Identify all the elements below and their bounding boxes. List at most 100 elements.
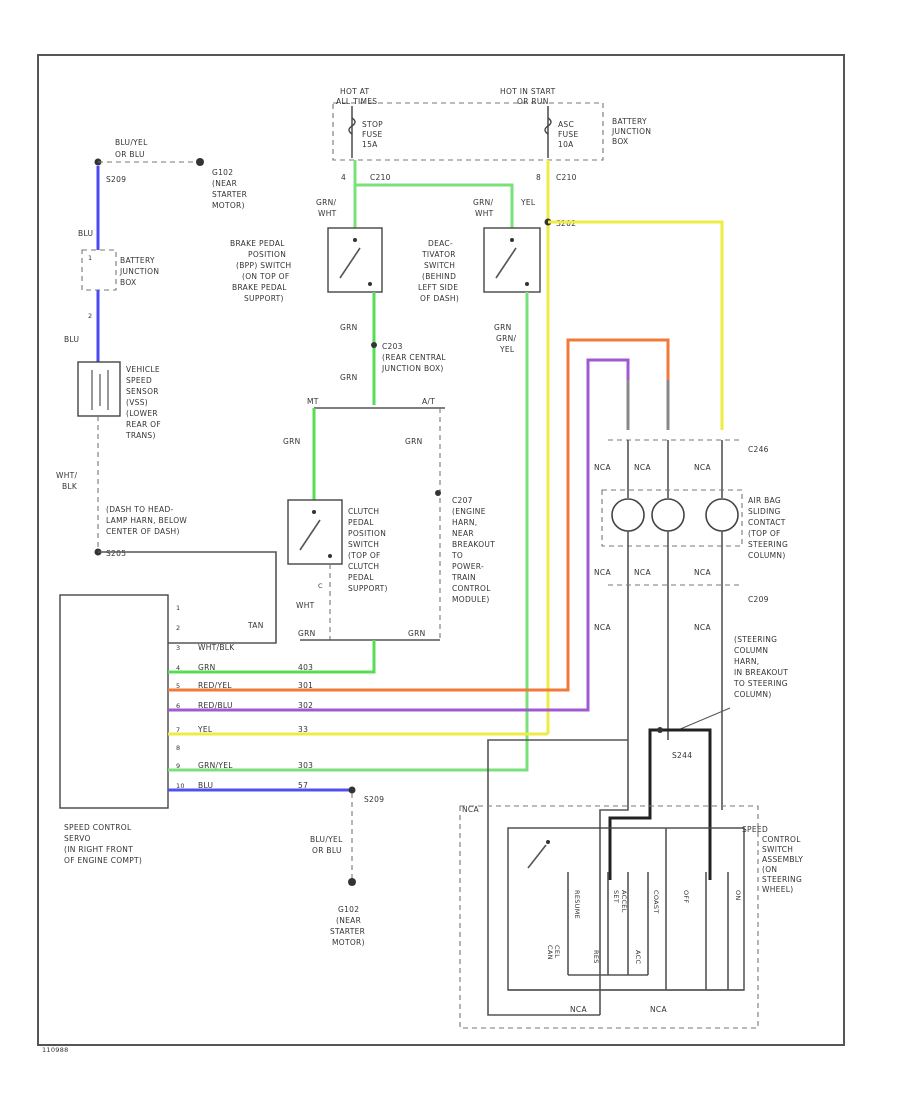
pin-c-label: C xyxy=(318,582,323,590)
air-bag-sliding-contact: C246 NCA NCA NCA AIR BAG SLIDING CONTACT… xyxy=(594,439,788,810)
c207-label-5: BREAKOUT xyxy=(452,540,495,549)
brake-label-3: (BPP) SWITCH xyxy=(236,261,291,270)
g102-bottom-label-1: G102 xyxy=(338,905,359,914)
blu-yel-top-label-2: OR BLU xyxy=(115,150,145,159)
servo-pin-number: 5 xyxy=(176,682,180,690)
servo-pin-number: 10 xyxy=(176,782,185,790)
brake-label-6: SUPPORT) xyxy=(244,294,284,303)
grn-yel-wire-servo xyxy=(168,292,529,772)
nca-label-2: NCA xyxy=(634,463,651,472)
steer-label-6: COLUMN) xyxy=(734,690,772,699)
nca-label-7: NCA xyxy=(594,623,611,632)
c207-label-3: HARN, xyxy=(452,518,477,527)
servo-pin-number: 4 xyxy=(176,664,180,672)
dash-harn-label-2: LAMP HARN, BELOW xyxy=(106,516,187,525)
servo-pin-wire: GRN xyxy=(198,663,216,672)
scs-label-4: ASSEMBLY xyxy=(762,855,803,864)
diagram-frame xyxy=(37,54,845,1046)
steer-label-1: (STEERING xyxy=(734,635,777,644)
vss-label-1: VEHICLE xyxy=(126,365,160,374)
red-yel-wire xyxy=(168,338,670,692)
c246-label: C246 xyxy=(748,445,769,454)
grn-wht-label-a2: WHT xyxy=(318,209,337,218)
hot-in-start-label-2: OR RUN xyxy=(517,97,549,106)
deact-label-1: DEAC- xyxy=(428,239,453,248)
switch-coast-label: COAST xyxy=(652,890,660,914)
battery-junction-box-top: HOT AT ALL TIMES HOT IN START OR RUN STO… xyxy=(332,87,651,161)
battery-jb-label-2: JUNCTION xyxy=(611,127,651,136)
grn-yel-label-a2: YEL xyxy=(499,345,515,354)
brake-label-5: BRAKE PEDAL xyxy=(232,283,287,292)
switch-on-label: ON xyxy=(734,890,742,901)
speed-control-servo: SPEED CONTROL SERVO (IN RIGHT FRONT OF E… xyxy=(59,594,169,865)
s244-label: S244 xyxy=(672,751,692,760)
servo-pin-number: 3 xyxy=(176,644,180,652)
vss-label-2: SPEED xyxy=(126,376,152,385)
servo-pin-number: 9 xyxy=(176,762,180,770)
vss-label-3: SENSOR xyxy=(126,387,159,396)
switch-accel-label: ACCEL xyxy=(620,890,628,913)
nca-label-8: NCA xyxy=(694,623,711,632)
servo-pin-circuit: 33 xyxy=(298,725,308,734)
blu-yel-bottom-label: BLU/YEL xyxy=(310,835,343,844)
servo-pin-wire: YEL xyxy=(197,725,213,734)
pin-8-label: 8 xyxy=(536,173,541,182)
wht-2-label: WHT xyxy=(296,601,315,610)
clutch-label-3: POSITION xyxy=(348,529,386,538)
c203-label-2: (REAR CENTRAL xyxy=(382,353,446,362)
c203-label-3: JUNCTION BOX) xyxy=(381,364,444,373)
dash-harn-label-1: (DASH TO HEAD- xyxy=(106,505,174,514)
mt-label: MT xyxy=(307,397,319,406)
grn-wht-wire-deactivator xyxy=(355,183,514,228)
switch-acc-label: ACC xyxy=(634,950,642,964)
servo-label-1: SPEED CONTROL xyxy=(64,823,132,832)
s209-bottom-label: S209 xyxy=(364,795,384,804)
servo-pin-wire: RED/BLU xyxy=(198,701,233,710)
airbag-label-2: SLIDING xyxy=(748,507,781,516)
scs-label-3: SWITCH xyxy=(762,845,793,854)
scs-label-2: CONTROL xyxy=(762,835,801,844)
stop-fuse-label-2: FUSE xyxy=(362,130,383,139)
grn-wht-label-b2: WHT xyxy=(475,209,494,218)
airbag-label-4: (TOP OF xyxy=(748,529,781,538)
c207-label-6: TO xyxy=(451,551,463,560)
nca-label-6: NCA xyxy=(694,568,711,577)
hot-at-label: HOT AT xyxy=(340,87,370,96)
clutch-label-4: SWITCH xyxy=(348,540,379,549)
c207-label-2: (ENGINE xyxy=(452,507,486,516)
blu-label-1: BLU xyxy=(78,229,93,238)
c207-label-10: MODULE) xyxy=(452,595,490,604)
pin-1-label: 1 xyxy=(88,254,92,262)
g102-bottom-label-4: MOTOR) xyxy=(332,938,365,947)
deactivator-switch: GRN/ WHT DEAC- TIVATOR SWITCH (BEHIND LE… xyxy=(418,198,541,303)
g102-top-label-2: (NEAR xyxy=(212,179,237,188)
airbag-label-1: AIR BAG xyxy=(748,496,781,505)
vss-branch: BLU/YEL OR BLU S209 G102 (NEAR STARTER M… xyxy=(56,138,277,644)
airbag-label-6: COLUMN) xyxy=(748,551,786,560)
wht-blk-label-2: BLK xyxy=(62,482,78,491)
servo-pin-circuit: 301 xyxy=(298,681,313,690)
switch-off-label: OFF xyxy=(682,890,690,904)
servo-label-4: OF ENGINE COMPT) xyxy=(64,856,142,865)
speed-control-switch-assembly: SPEED CONTROL SWITCH ASSEMBLY (ON STEERI… xyxy=(459,805,803,1029)
battery-jb-left-label-2: JUNCTION xyxy=(119,267,159,276)
clutch-label-7: PEDAL xyxy=(348,573,374,582)
stop-fuse-label-3: 15A xyxy=(362,140,378,149)
c207-label-8: TRAIN xyxy=(451,573,476,582)
wht-blk-label: WHT/ xyxy=(56,471,78,480)
blu-label-2: BLU xyxy=(64,335,79,344)
servo-pin-wire: WHT/BLK xyxy=(198,643,235,652)
grn-label-a: GRN xyxy=(494,323,512,332)
airbag-label-3: CONTACT xyxy=(748,518,786,527)
deact-label-4: (BEHIND xyxy=(422,272,456,281)
brake-pedal-position-switch: GRN/ WHT BRAKE PEDAL POSITION (BPP) SWIT… xyxy=(230,160,514,303)
c207-label-4: NEAR xyxy=(452,529,474,538)
grn-yel-label-a: GRN/ xyxy=(496,334,517,343)
clutch-label-2: PEDAL xyxy=(348,518,374,527)
nca-label-5: NCA xyxy=(634,568,651,577)
asc-fuse-label-1: ASC xyxy=(558,120,574,129)
c210-label-a: C210 xyxy=(370,173,391,182)
stop-fuse-label-1: STOP xyxy=(362,120,383,129)
